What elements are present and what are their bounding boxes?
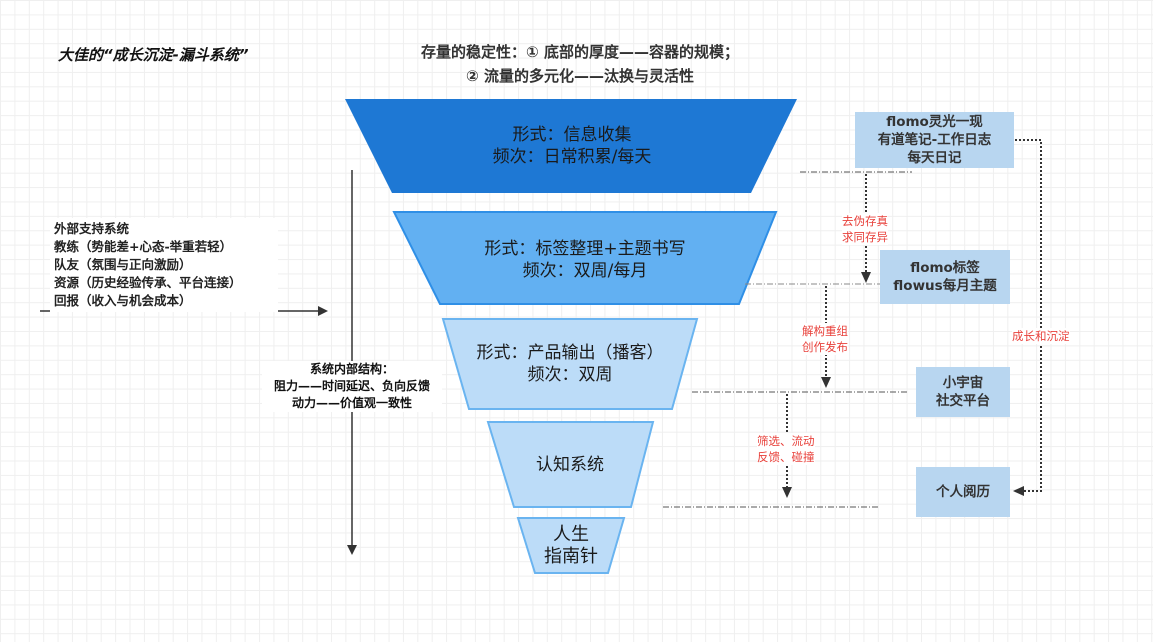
- tool-box-personal-experience: 个人阅历: [916, 467, 1010, 517]
- tool-box-line: 个人阅历: [936, 484, 990, 500]
- funnel-level-5-line-2: 指南针: [544, 546, 598, 567]
- internal-structure-item: 动力——价值观一致性: [291, 396, 412, 410]
- diagram-title: 大佳的“成长沉淀-漏斗系统”: [58, 46, 249, 64]
- flow-label-2-line-2: 创作发布: [802, 340, 848, 354]
- flow-label-3-line-1: 筛选、流动: [757, 434, 815, 448]
- funnel-level-5: [516, 517, 626, 574]
- growth-connector-head: [1013, 486, 1024, 496]
- flow-label-1-line-1: 去伪存真: [842, 214, 888, 228]
- flow-label-3-line-2: 反馈、碰撞: [757, 450, 815, 464]
- funnel-level-1-form: 形式：信息收集: [512, 125, 632, 145]
- funnel-level-3-form: 形式：产品输出（播客）: [476, 343, 664, 363]
- external-support-item: 队友（氛围与正向激励）: [54, 257, 192, 272]
- tool-box-line: 有道笔记-工作日志: [877, 132, 992, 148]
- external-support-heading: 外部支持系统: [54, 221, 130, 236]
- tool-box-publishing: 小宇宙 社交平台: [916, 367, 1010, 417]
- tool-box-daily-capture: flomo灵光一现 有道笔记-工作日志 每天日记: [855, 112, 1014, 168]
- funnel-level-5-line-1: 人生: [553, 524, 589, 545]
- flow-label-2: 解构重组 创作发布: [802, 323, 848, 355]
- funnel-level-4-text: 认知系统: [500, 440, 640, 490]
- tool-box-line: 社交平台: [936, 393, 990, 409]
- funnel-level-4-label: 认知系统: [536, 455, 604, 475]
- flow-arrow-1-head: [861, 272, 871, 283]
- internal-arrow-head: [347, 545, 357, 555]
- internal-structure-item: 阻力——时间延迟、负向反馈: [273, 379, 430, 393]
- external-support-item: 资源（历史经验传承、平台连接）: [54, 275, 242, 290]
- internal-structure-heading: 系统内部结构：: [309, 362, 394, 376]
- tool-box-line: flomo标签: [910, 260, 980, 276]
- external-arrow-head: [318, 306, 328, 316]
- tool-box-line: flomo灵光一现: [886, 114, 983, 130]
- external-support-item: 教练（势能差+心态-举重若轻）: [54, 239, 233, 254]
- flow-label-1-line-2: 求同存异: [842, 230, 888, 244]
- tool-box-line: flowus每月主题: [893, 278, 997, 294]
- funnel-level-1-text: 形式：信息收集 频次：日常积累/每天: [392, 118, 752, 174]
- funnel-level-5-text: 人生 指南针: [525, 520, 617, 572]
- flow-label-3: 筛选、流动 反馈、碰撞: [757, 433, 815, 465]
- funnel-level-3-frequency: 频次：双周: [527, 365, 613, 385]
- subtitle: 存量的稳定性：① 底部的厚度——容器的规模； ② 流量的多元化——汰换与灵活性: [380, 40, 780, 88]
- external-support-item: 回报（收入与机会成本）: [54, 293, 192, 308]
- funnel-level-1-frequency: 频次：日常积累/每天: [492, 147, 652, 167]
- subtitle-line-2: ② 流量的多元化——汰换与灵活性: [466, 67, 694, 85]
- tool-box-line: 每天日记: [907, 150, 962, 166]
- growth-label: 成长和沉淀: [1012, 328, 1070, 344]
- funnel-level-4: [486, 421, 655, 508]
- funnel-level-3: [441, 318, 699, 410]
- tool-box-line: 小宇宙: [942, 375, 984, 391]
- flow-arrow-3-head: [782, 487, 792, 498]
- growth-connector: [1015, 139, 1042, 492]
- funnel-level-2: [392, 211, 778, 305]
- flow-label-1: 去伪存真 求同存异: [842, 213, 888, 245]
- funnel-level-2-frequency: 频次：双周/每月: [522, 261, 648, 281]
- funnel-level-2-form: 形式：标签整理+主题书写: [484, 239, 686, 259]
- flow-label-2-line-1: 解构重组: [802, 324, 848, 338]
- flow-arrow-2-head: [821, 377, 831, 388]
- subtitle-line-1: 存量的稳定性：① 底部的厚度——容器的规模；: [421, 43, 739, 61]
- funnel-level-1: [345, 99, 797, 193]
- tool-box-tagging: flomo标签 flowus每月主题: [880, 250, 1010, 304]
- external-support-system: 外部支持系统 教练（势能差+心态-举重若轻） 队友（氛围与正向激励） 资源（历史…: [50, 218, 278, 312]
- funnel-level-3-text: 形式：产品输出（播客） 频次：双周: [455, 336, 685, 392]
- internal-structure: 系统内部结构： 阻力——时间延迟、负向反馈 动力——价值观一致性: [262, 361, 442, 412]
- funnel-level-2-text: 形式：标签整理+主题书写 频次：双周/每月: [420, 232, 750, 288]
